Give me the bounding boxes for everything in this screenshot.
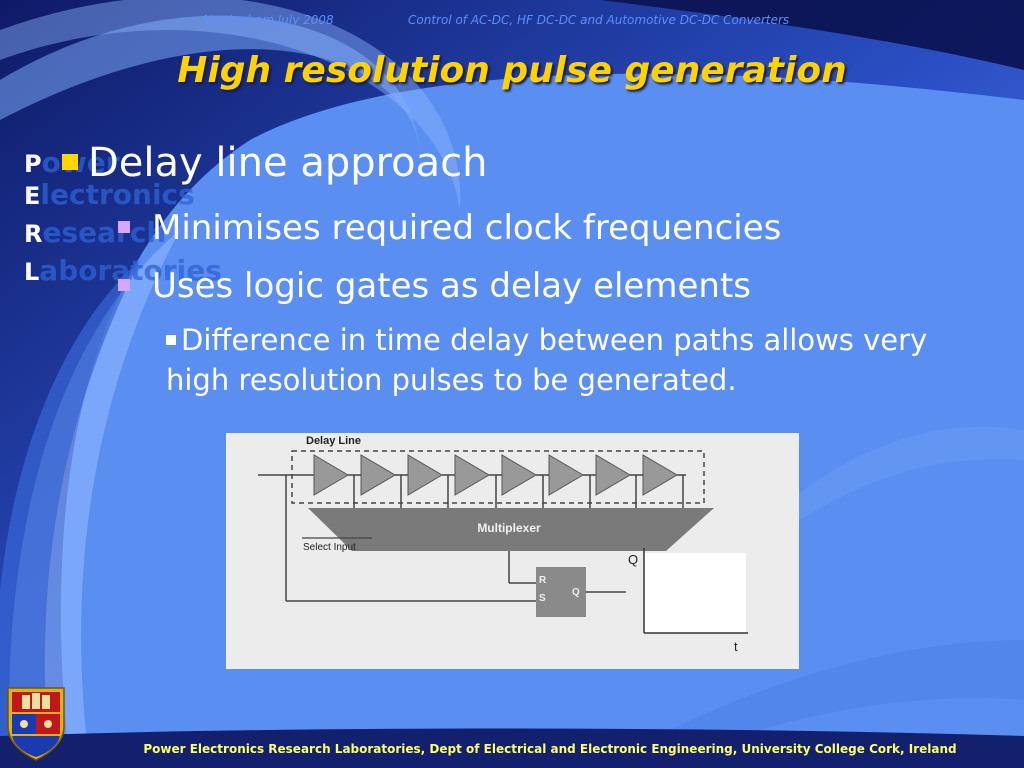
output-plot [644,553,746,633]
perl-line-l: Laboratories [24,256,222,287]
delay-line-box [291,450,705,504]
bullet-level1: Delay line approach [62,140,488,186]
bullet-square-icon [118,279,130,291]
ucc-crest-icon [7,687,65,761]
perl-letter-r: R [24,220,43,248]
buffer-icon-1 [313,454,349,496]
delay-buffers [313,454,678,496]
perl-letter-l: L [24,258,40,286]
perl-line-p: Power [24,148,120,179]
bullet-level3: Difference in time delay between paths a… [166,320,966,400]
plot-x-label: t [734,639,738,654]
perl-word-ower: ower [41,146,120,179]
buffer-icon-8 [642,454,678,496]
header-event: Nottingham July 2008 [203,13,334,27]
multiplexer-label: Multiplexer [477,521,541,535]
bullet-level2-2-text: Uses logic gates as delay elements [152,266,751,306]
bullet-square-icon [62,154,78,170]
bullet-square-icon [118,221,130,233]
bullet-level2-1-text: Minimises required clock frequencies [152,208,782,248]
buffer-icon-2 [360,454,396,496]
bullet-level2-2: Uses logic gates as delay elements [118,266,751,306]
sr-flipflop [536,567,586,617]
plot-y-label: Q [628,552,638,567]
header-conference: Control of AC-DC, HF DC-DC and Automotiv… [408,13,790,27]
perl-letter-e: E [24,182,41,210]
ff-s-label: S [539,593,546,604]
bullet-level2-1: Minimises required clock frequencies [118,208,781,248]
perl-letter-p: P [24,150,42,178]
perl-line-r: Research [24,218,166,249]
bullet-level1-text: Delay line approach [88,140,488,186]
buffer-icon-7 [595,454,631,496]
multiplexer-block [308,508,714,551]
delay-line-label: Delay Line [306,435,361,447]
select-input-label: Select Input [303,542,356,553]
bullet-level3-text: Difference in time delay between paths a… [166,323,928,397]
perl-word-esearch: esearch [42,216,167,249]
delay-line-figure: Delay Line Multiplexer [226,433,799,669]
perl-word-lectronics: lectronics [40,178,195,211]
ff-r-label: R [539,575,547,586]
delay-line-diagram: Delay Line Multiplexer [258,435,748,654]
perl-word-aboratories: aboratories [39,254,222,287]
slide-footer: Power Electronics Research Laboratories,… [143,742,957,756]
buffer-icon-6 [548,454,584,496]
buffer-icon-4 [454,454,490,496]
ff-q-label: Q [572,587,580,598]
buffer-icon-5 [501,454,537,496]
buffer-icon-3 [407,454,443,496]
slide-title: High resolution pulse generation [177,50,847,91]
bullet-square-icon [166,335,176,345]
perl-line-e: Electronics [24,180,195,211]
